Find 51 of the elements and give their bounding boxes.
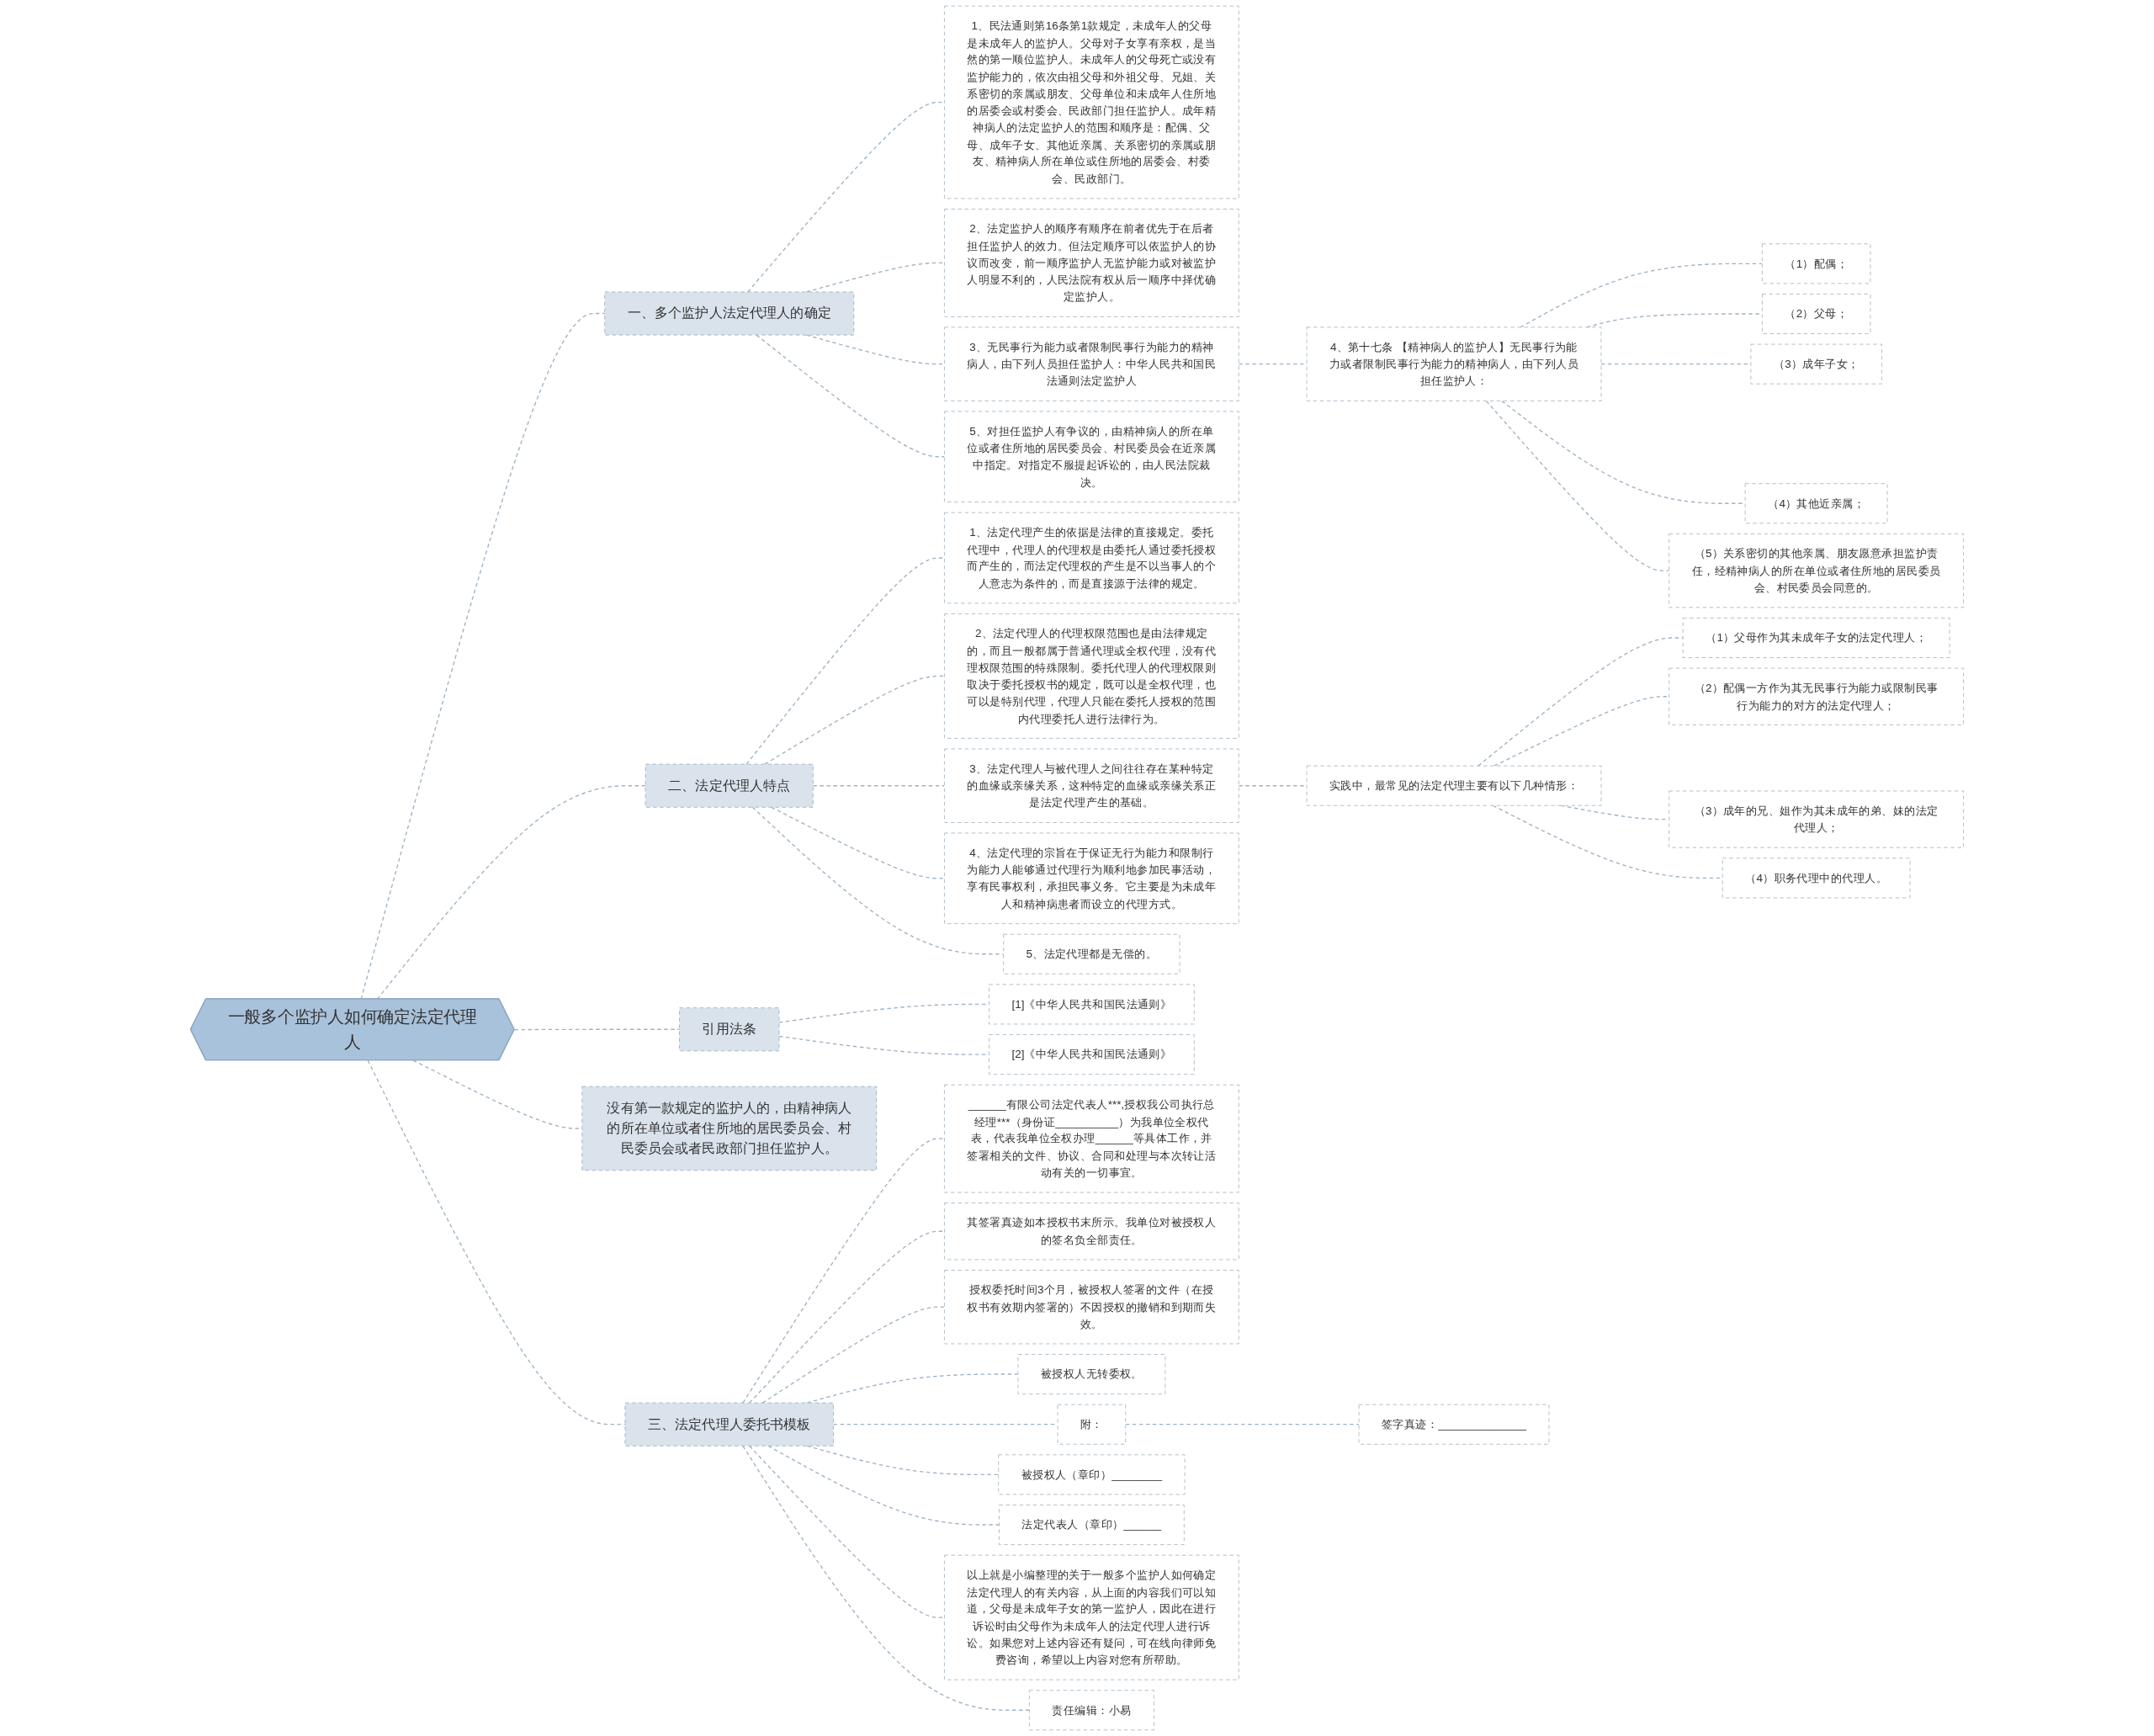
- node-box: 3、无民事行为能力或者限制民事行为能力的精神病人，由下列人员担任监护人：中华人民共和国民法通则法定监护人: [944, 326, 1239, 401]
- node-box: 责任编辑：小易: [1028, 1690, 1154, 1731]
- node-box: 法定代表人（章印）______: [999, 1505, 1185, 1545]
- connector: [742, 1138, 946, 1404]
- connector: [756, 334, 946, 458]
- node-box: （5）关系密切的其他亲属、朋友愿意承担监护责任，经精神病人的所在单位或者住所地的居民委员会、村民委员会同意的。: [1669, 533, 1965, 608]
- node-box: 1、法定代理产生的依据是法律的直接规定。委托代理中，代理人的代理权是由委托人通过委托授权而产生的，而法定代理权的产生是不以当事人的个人意志为条件的，而是直接源于法律的规定。: [944, 512, 1239, 604]
- node-box: （4）其他近亲属；: [1744, 483, 1888, 524]
- node-box: 实践中，最常见的法定代理主要有以下几种情形：: [1306, 765, 1602, 806]
- connector: [812, 785, 946, 787]
- connector: [742, 1445, 1031, 1711]
- connector: [771, 806, 946, 879]
- connector: [1125, 1424, 1360, 1425]
- node-box: （1）配偶；: [1761, 243, 1871, 284]
- connector: [761, 1306, 946, 1404]
- node-box: 4、第十七条 【精神病人的监护人】无民事行为能力或者限制民事行为能力的精神病人，由下列人员担任监护人：: [1306, 326, 1602, 401]
- node-box: （2）父母；: [1761, 294, 1871, 334]
- node-box: 引用法条: [679, 1007, 780, 1052]
- connector: [1520, 263, 1764, 328]
- node-box: 没有第一款规定的监护人的，由精神病人的所在单位或者住所地的居民委员会、村民委员会或者民政部门担任监护人。: [581, 1086, 878, 1171]
- node-box: [1]《中华人民共和国民法通则》: [989, 984, 1195, 1025]
- node-box: 授权委托时间3个月，被授权人签署的文件（在授权书有效期内签署的）不因授权的撤销和到期而失效。: [944, 1270, 1239, 1345]
- connector: [749, 1230, 946, 1404]
- connector: [764, 675, 946, 765]
- node-box: 被授权人无转委权。: [1017, 1354, 1166, 1395]
- node-box: （3）成年子女；: [1750, 343, 1882, 385]
- node-box: 其签署真迹如本授权书末所示。我单位对被授权人的签名负全部责任。: [944, 1202, 1239, 1261]
- node-box: （3）成年的兄、姐作为其未成年的弟、妹的法定代理人；: [1669, 790, 1965, 848]
- node-box: 5、法定代理都是无偿的。: [1003, 933, 1180, 974]
- node-box: 1、民法通则第16条第1款规定，未成年人的父母是未成年人的监护人。父母对子女享有亲权，是当然的第一顺位监护人。未成年人的父母死亡或没有监护能力的，依次由祖父母和外祖父母、兄姐、关系密切的亲属或朋友、父母单位和未成年人住所地的居委会或村委会、民政部门担任监护人。成年精神病人的法定监护人的范围和顺序是：配偶、父母、成年子女、其他近亲属、关系密切的亲属或朋友、精神病人所在单位或住所地的居委会、村委会、民政部门。: [944, 5, 1239, 199]
- node-box: [2]《中华人民共和国民法通则》: [989, 1034, 1195, 1075]
- node-box: 签字真迹：______________: [1358, 1404, 1550, 1445]
- node-box: 以上就是小编整理的关于一般多个监护人如何确定法定代理人的有关内容，从上面的内容我们可以知道，父母是未成年子女的第一监护人，因此在进行诉讼时由父母作为未成年人的法定代理人进行诉讼。如果您对上述内容还有疑问，可在线向律师免费咨询，希望以上内容对您有所帮助。: [944, 1554, 1239, 1680]
- node-box: 被授权人（章印）________: [998, 1454, 1186, 1495]
- node-box: 二、法定代理人特点: [645, 763, 814, 808]
- node-box: 4、法定代理的宗旨在于保证无行为能力和限制行为能力人能够通过代理行为顺利地参加民事活动，享有民事权利，承担民事义务。它主要是为未成年人和精神病患者而设立的代理方式。: [944, 832, 1239, 925]
- node-box: （2）配偶一方作为其无民事行为能力或限制民事行为能力的对方的法定代理人；: [1669, 667, 1965, 725]
- node-box: （4）职务代理中的代理人。: [1722, 857, 1911, 899]
- node-box: 2、法定监护人的顺序有顺序在前者优先于在后者担任监护人的效力。但法定顺序可以依监护人的协议而改变，前一顺序监护人无监护能力或对被监护人明显不利的，人民法院有权从后一顺序中择优确定监护人。: [944, 209, 1239, 317]
- connector: [513, 1028, 681, 1031]
- node-box: 2、法定代理人的代理权限范围也是由法律规定的，而且一般都属于普通代理或全权代理，没有代理权限范围的特殊限制。委托代理人的代理权限则取决于委托授权书的规定，既可以是全权代理，也可以是特别代理，代理人只能在委托人授权的范围内代理委托人进行法律行为。: [944, 613, 1239, 739]
- node-box: ______有限公司法定代表人***,授权我公司执行总经理***（身份证__________）为我单位全权代表，代表我单位全权办理______等具体工作，并签署相关的文件、协议、合同和处理与本次转让活动有关的一切事宜。: [944, 1084, 1239, 1193]
- connector: [767, 1445, 1000, 1526]
- node-box: 一、多个监护人法定代理人的确定: [604, 291, 855, 336]
- node-box: （1）父母作为其未成年子女的法定代理人；: [1682, 617, 1950, 658]
- node-box: 附：: [1057, 1404, 1127, 1445]
- node-box: 三、法定代理人委托书模板: [624, 1402, 834, 1447]
- node-box: 3、法定代理人与被代理人之间往往存在某种特定的血缘或亲缘关系，这种特定的血缘或亲缘关系正是法定代理产生的基础。: [944, 748, 1239, 823]
- connector: [745, 557, 946, 765]
- connector: [1485, 400, 1670, 571]
- node-box: 5、对担任监护人有争议的，由精神病人的所在单位或者住所地的居民委员会、村民委员会在近亲属中指定。对指定不服提起诉讼的，由人民法院裁决。: [944, 411, 1239, 503]
